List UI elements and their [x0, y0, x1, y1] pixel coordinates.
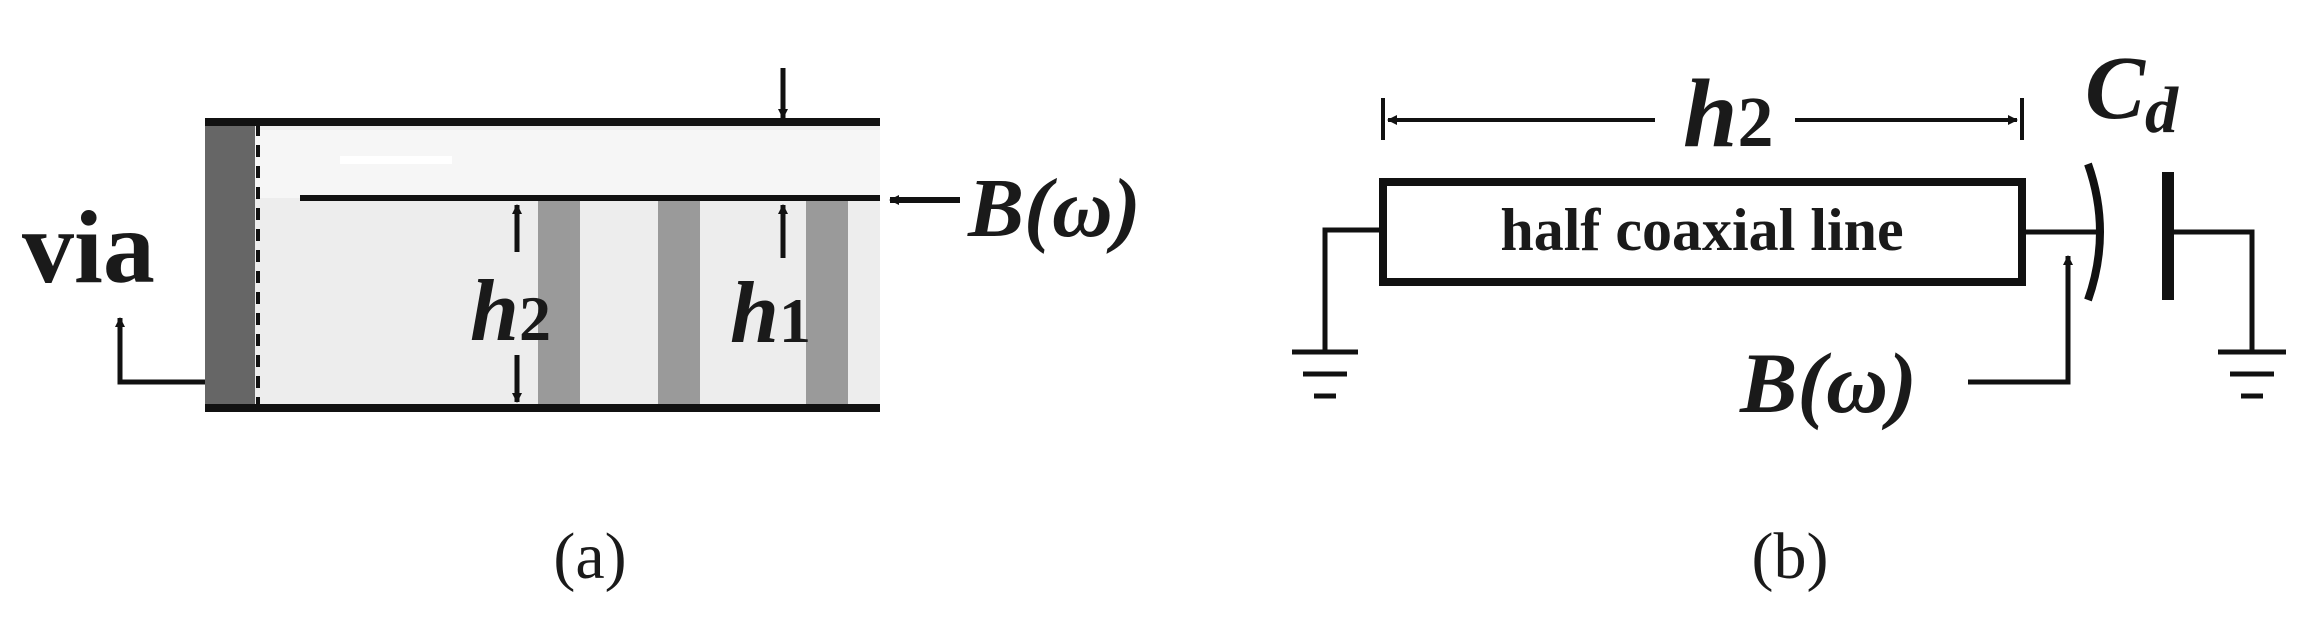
panel-a: via B(ω) h2 h1 (a) [22, 68, 1141, 593]
b-omega-leader [1968, 255, 2073, 385]
h2-symbol-b: h [1683, 60, 1738, 168]
panel-b: h2 half coaxial line Cd B(ω) (b) [1292, 39, 2286, 593]
caption-b: (b) [1752, 520, 1829, 593]
via-wall [205, 120, 255, 410]
h2-subscript-a: 2 [519, 283, 551, 354]
right-ground-lead [2168, 229, 2255, 352]
via-leader-line [115, 317, 205, 385]
half-coaxial-line-label: half coaxial line [1500, 197, 1903, 263]
cd-label: Cd [2085, 39, 2179, 147]
cd-subscript: d [2145, 74, 2179, 147]
h2-label-a: h2 [470, 263, 551, 360]
b-omega-label-b: B(ω) [1739, 335, 1917, 431]
post-2 [658, 200, 700, 405]
b-omega-label-a: B(ω) [967, 162, 1141, 255]
h2-label-b: h2 [1683, 60, 1774, 168]
h1-subscript: 1 [779, 285, 811, 356]
cd-symbol: C [2085, 39, 2146, 138]
h1-symbol: h [730, 265, 779, 362]
via-label: via [22, 190, 155, 305]
capacitor-curved-plate [2084, 162, 2104, 302]
post-3 [806, 200, 848, 405]
half-coaxial-line-box [1379, 178, 2026, 286]
post-1 [538, 200, 580, 405]
highlight-strip [340, 156, 452, 164]
h2-symbol-a: h [470, 263, 519, 360]
caption-a: (a) [553, 520, 626, 593]
left-ground-lead [1322, 227, 1383, 352]
h2-subscript-b: 2 [1738, 82, 1774, 162]
h1-label: h1 [730, 265, 811, 362]
